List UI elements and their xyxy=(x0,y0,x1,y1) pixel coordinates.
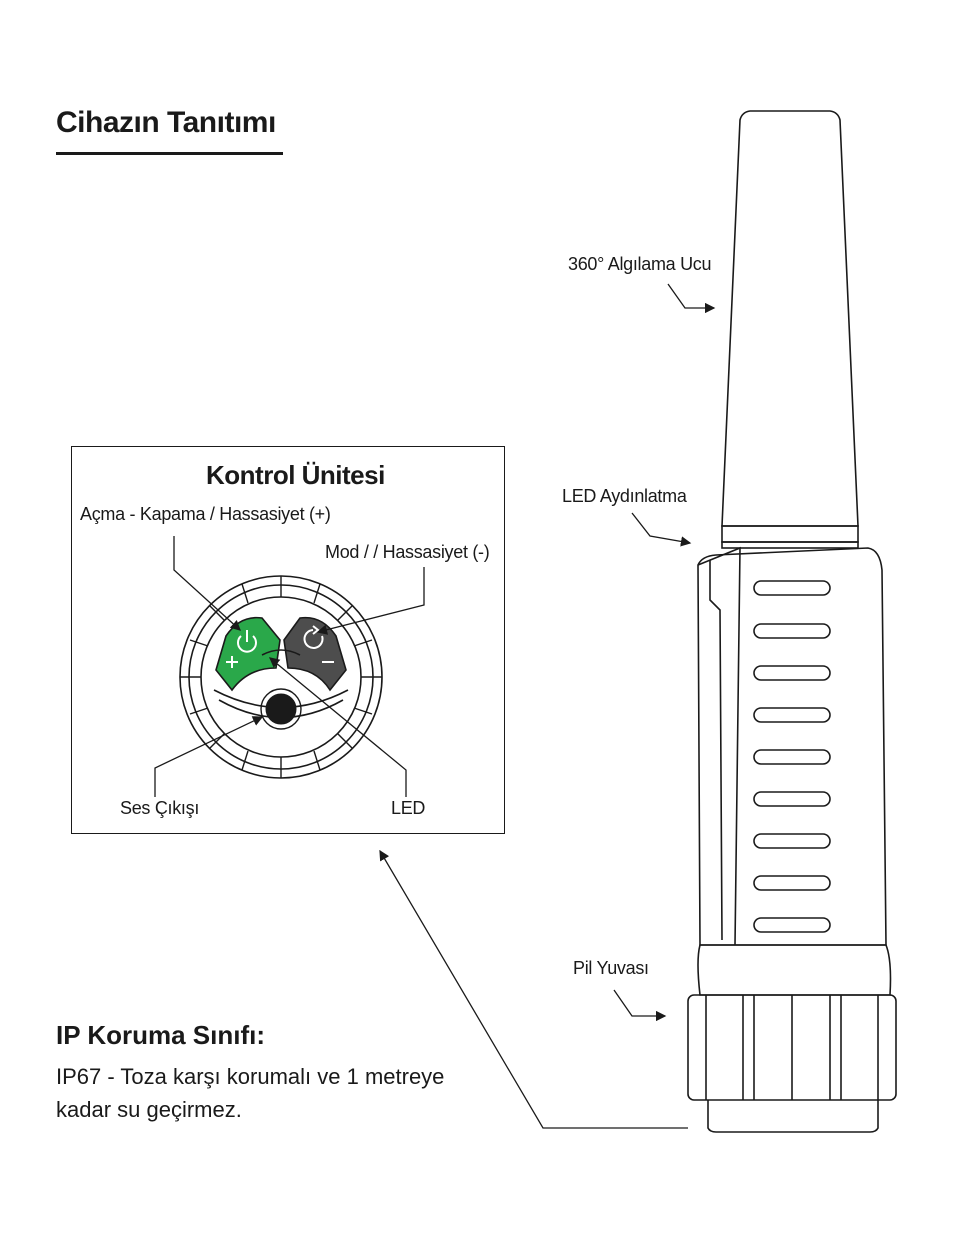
mode-button xyxy=(283,616,347,692)
control-unit-leader xyxy=(379,849,688,1129)
power-icon xyxy=(237,630,257,653)
battery-leader xyxy=(613,989,667,1022)
plus-icon xyxy=(226,656,238,668)
audio-output xyxy=(265,693,297,725)
control-dial xyxy=(179,575,383,779)
grip-slots xyxy=(753,580,831,933)
battery-label: Pil Yuvası xyxy=(573,958,649,978)
led-light-label: LED Aydınlatma xyxy=(562,486,687,506)
control-unit-box xyxy=(71,446,505,834)
ip-title: IP Koruma Sınıfı: xyxy=(56,1020,265,1050)
mode-leader xyxy=(316,567,425,635)
ip-description: IP67 - Toza karşı korumalı ve 1 metreye … xyxy=(56,1064,445,1122)
power-label: Açma - Kapama / Hassasiyet (+) xyxy=(80,504,331,524)
power-leader xyxy=(173,536,241,631)
title-underline xyxy=(56,152,283,155)
led-indicator xyxy=(261,649,301,656)
mode-label: Mod / / Hassasiyet (-) xyxy=(325,542,490,562)
led-light-leader xyxy=(631,512,692,547)
led-label: LED xyxy=(391,798,426,818)
page-title: Cihazın Tanıtımı xyxy=(56,106,276,139)
control-unit-title: Kontrol Ünitesi xyxy=(206,460,385,490)
audio-leader xyxy=(154,716,264,797)
tip-label: 360° Algılama Ucu xyxy=(568,254,712,274)
audio-label: Ses Çıkışı xyxy=(120,798,200,818)
power-button xyxy=(215,616,281,692)
led-leader xyxy=(268,657,407,797)
tip-leader xyxy=(667,283,716,314)
device-body xyxy=(687,110,897,1133)
